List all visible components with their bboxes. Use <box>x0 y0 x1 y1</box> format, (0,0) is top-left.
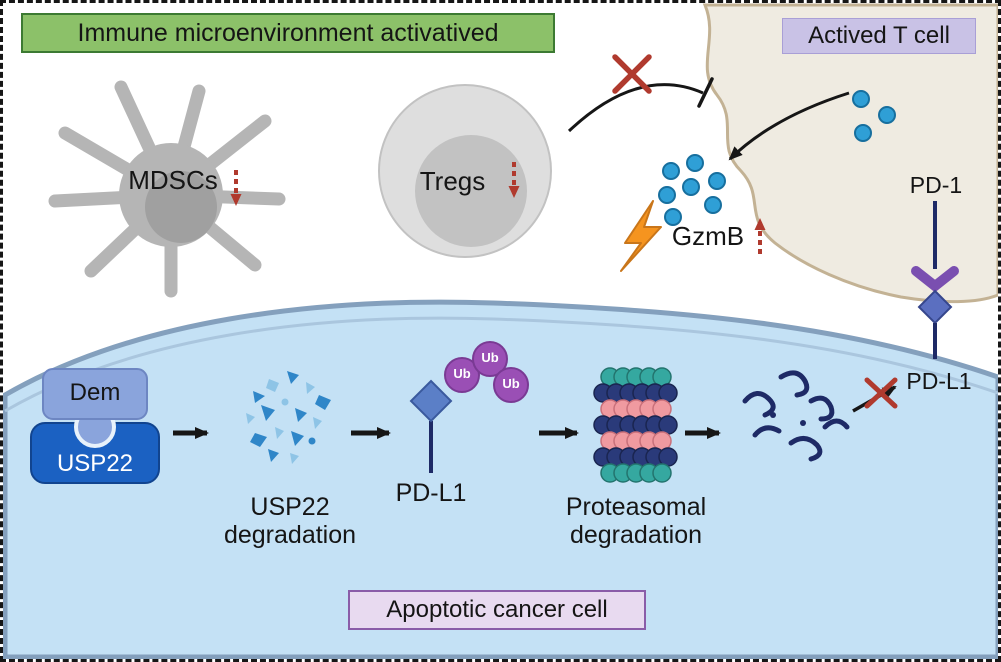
ubiquitin-label: Ub <box>453 366 471 381</box>
pdl1-membrane-label: PD-L1 <box>906 368 972 394</box>
pdl1-ligand-membrane <box>917 289 953 359</box>
activated-t-cell-label: Actived T cell <box>782 18 976 54</box>
usp22-label: USP22 <box>56 450 134 477</box>
pdl1-ubiquitinated-label: PD-L1 <box>395 479 467 507</box>
usp22-fragments <box>246 371 331 464</box>
mdsc-label: MDSCs <box>128 165 218 195</box>
granule-release-arrow <box>728 91 850 161</box>
pd1-label: PD-1 <box>909 172 963 198</box>
usp22-degradation-label: USP22 degradation <box>223 493 357 549</box>
pdl1-ubiquitinated <box>409 341 529 473</box>
banner-immune-microenvironment: Immune microenvironment activatived <box>21 13 555 53</box>
diagram-artwork <box>3 3 998 659</box>
treg-cell <box>378 84 552 258</box>
gzmb-granule-cluster <box>658 154 726 226</box>
t-cell-body <box>702 3 998 304</box>
red-cross-icon <box>612 54 652 94</box>
mdsc-cell <box>48 80 286 298</box>
dem-ligand <box>42 368 148 420</box>
cancer-cell-inner-membrane <box>4 316 998 413</box>
lightning-icon <box>620 200 662 272</box>
treg-inhibition-arrow <box>567 77 714 133</box>
red-cross-icon <box>864 377 898 409</box>
degraded-peptides <box>742 370 850 462</box>
apoptotic-cancer-cell-label: Apoptotic cancer cell <box>348 590 646 630</box>
ubiquitin-label: Ub <box>502 376 520 391</box>
treg-label: Tregs <box>419 166 486 196</box>
proteasome <box>593 367 678 483</box>
gzmb-granules-tcell <box>852 90 896 142</box>
ubiquitin-chain <box>444 341 529 403</box>
cancer-cell-body <box>3 299 998 659</box>
proteasomal-degradation-label: Proteasomal degradation <box>565 493 707 549</box>
gzmb-label: GzmB <box>671 221 745 251</box>
dem-label: Dem <box>69 379 121 406</box>
ubiquitin-label: Ub <box>481 350 499 365</box>
pd1-receptor <box>911 201 959 293</box>
